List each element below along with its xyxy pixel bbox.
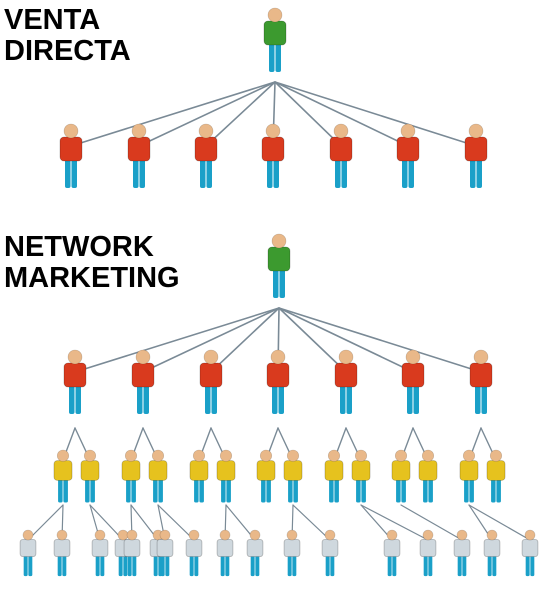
person-icon <box>156 529 174 577</box>
person-icon <box>194 123 218 188</box>
person-icon <box>261 123 285 188</box>
person-icon <box>459 449 479 503</box>
person-icon <box>351 449 371 503</box>
person-icon <box>216 449 236 503</box>
person-icon <box>199 349 223 414</box>
person-icon <box>189 449 209 503</box>
person-icon <box>63 349 87 414</box>
person-icon <box>521 529 539 577</box>
person-icon <box>256 449 276 503</box>
person-icon <box>216 529 234 577</box>
network-marketing-panel: NETWORK MARKETING <box>0 205 552 595</box>
person-icon <box>464 123 488 188</box>
person-icon <box>123 529 141 577</box>
person-icon <box>267 233 291 298</box>
person-icon <box>59 123 83 188</box>
person-icon <box>80 449 100 503</box>
person-icon <box>486 449 506 503</box>
person-icon <box>185 529 203 577</box>
person-icon <box>469 349 493 414</box>
person-icon <box>334 349 358 414</box>
people-group <box>19 7 539 577</box>
person-icon <box>401 349 425 414</box>
person-icon <box>53 529 71 577</box>
person-icon <box>263 7 287 72</box>
person-icon <box>127 123 151 188</box>
person-icon <box>148 449 168 503</box>
person-icon <box>391 449 411 503</box>
person-icon <box>419 529 437 577</box>
person-icon <box>121 449 141 503</box>
person-icon <box>19 529 37 577</box>
person-icon <box>453 529 471 577</box>
person-icon <box>418 449 438 503</box>
person-icon <box>246 529 264 577</box>
person-icon <box>283 449 303 503</box>
person-icon <box>266 349 290 414</box>
person-icon <box>321 529 339 577</box>
person-icon <box>53 449 73 503</box>
person-icon <box>324 449 344 503</box>
person-icon <box>91 529 109 577</box>
person-icon <box>131 349 155 414</box>
person-icon <box>483 529 501 577</box>
venta-directa-panel: VENTA DIRECTA <box>0 0 552 205</box>
venta-directa-title: VENTA DIRECTA <box>4 4 131 67</box>
person-icon <box>383 529 401 577</box>
person-icon <box>329 123 353 188</box>
person-icon <box>283 529 301 577</box>
network-marketing-title: NETWORK MARKETING <box>4 231 180 294</box>
person-icon <box>396 123 420 188</box>
